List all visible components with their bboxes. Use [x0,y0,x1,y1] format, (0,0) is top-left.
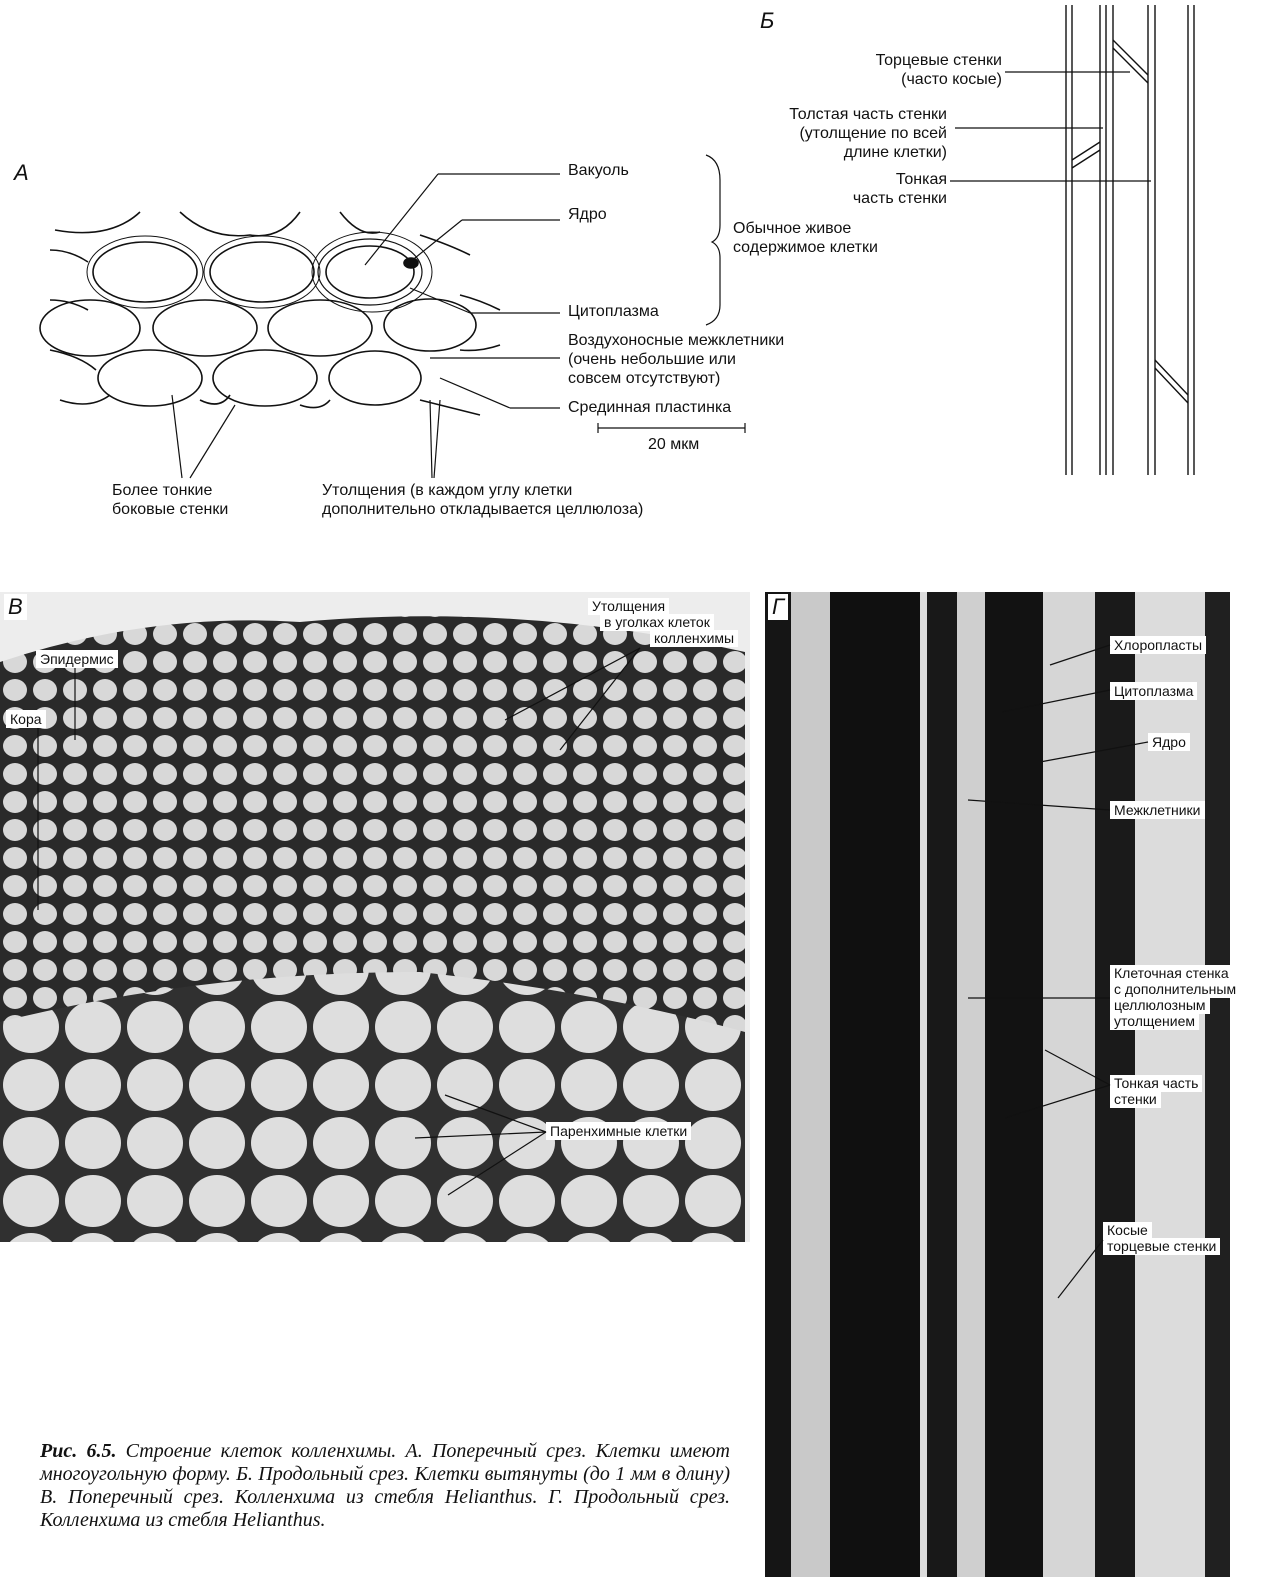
tag-oblique-1: Косые [1103,1222,1152,1239]
label-end-walls-1: Торцевые стенки [876,52,1002,70]
tag-thin-2: стенки [1110,1091,1161,1108]
label-thin-walls-2: боковые стенки [112,501,228,519]
micrograph-v-cells [0,592,750,1242]
panel-g-letter: Г [768,594,788,620]
label-thick-part-3: длине клетки) [844,144,947,162]
label-thickening-2: дополнительно откладывается целлюлоза) [322,501,643,519]
figure-caption: Рис. 6.5. Строение клеток колленхимы. А.… [40,1440,730,1532]
tag-wall-4: утолщением [1110,1013,1199,1030]
label-thick-part-1: Толстая часть стенки [789,106,947,124]
tag-thickenings-1: Утолщения [588,598,669,615]
scale-label: 20 мкм [648,436,699,454]
cell-with-vacuole [326,246,414,298]
label-thick-part-2: (утолщение по всей [799,125,947,143]
tag-wall-1: Клеточная стенка [1110,965,1233,982]
label-air-spaces-1: Воздухоносные межклетники [568,332,784,350]
label-middle-lamella: Срединная пластинка [568,399,731,417]
tag-wall-2: с дополнительным [1110,981,1240,998]
label-thin-walls-1: Более тонкие [112,482,212,500]
panel-b-letter: Б [760,8,774,34]
tag-thin-1: Тонкая часть [1110,1075,1202,1092]
tag-wall-3: целлюлозным [1110,997,1210,1014]
tag-intercellular: Межклетники [1110,801,1205,819]
label-thin-part-1: Тонкая [896,171,947,189]
label-end-walls-2: (часто косые) [901,71,1002,89]
cell [93,242,197,302]
tag-epidermis: Эпидермис [36,650,118,668]
tag-cortex: Кора [6,710,46,728]
label-living-contents-1: Обычное живое [733,220,851,238]
panel-a-diagram [0,0,1267,560]
label-air-spaces-2: (очень небольшие или [568,351,736,369]
tag-chloroplasts: Хлоропласты [1110,636,1206,654]
label-thickening-1: Утолщения (в каждом углу клетки [322,482,572,500]
panel-v-letter: В [4,594,27,620]
tag-thickenings-3: колленхимы [650,630,738,647]
label-vacuole: Вакуоль [568,162,629,180]
label-living-contents-2: содержимое клетки [733,239,878,257]
tag-thickenings-2: в уголках клеток [600,614,714,631]
label-nucleus: Ядро [568,206,607,224]
label-air-spaces-3: совсем отсутствуют) [568,370,720,388]
figure-number: Рис. 6.5. [40,1440,116,1462]
panel-v-micrograph [0,592,750,1242]
tag-nucleus: Ядро [1148,733,1190,751]
caption-text: Строение клеток колленхимы. А. Поперечны… [40,1440,730,1531]
label-thin-part-2: часть стенки [853,190,947,208]
label-cytoplasm: Цитоплазма [568,303,659,321]
tag-cytoplasm: Цитоплазма [1110,682,1197,700]
cell [210,242,314,302]
tag-oblique-2: торцевые стенки [1103,1238,1220,1255]
panel-b-diagram [1066,5,1194,475]
tag-parenchyma: Паренхимные клетки [546,1122,691,1140]
